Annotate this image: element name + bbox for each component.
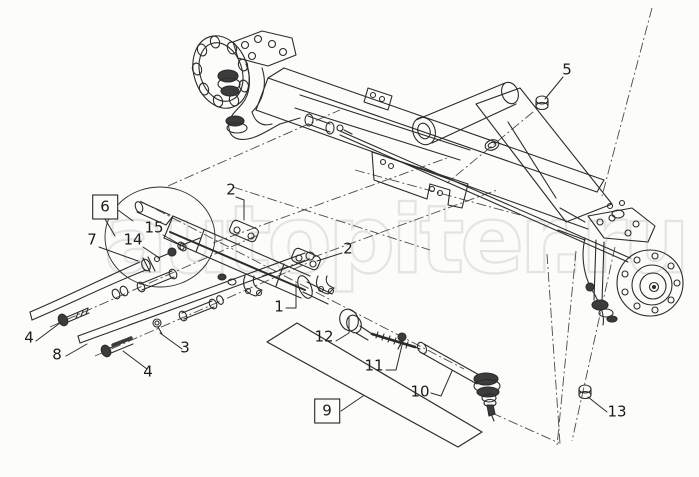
group-9-outline <box>266 322 483 448</box>
nut-5 <box>535 95 549 111</box>
wheel-hub <box>557 199 684 326</box>
axle-beam <box>255 67 631 263</box>
ball-socket <box>339 308 421 350</box>
leader-lines <box>35 76 608 413</box>
detail-balloon <box>104 186 216 288</box>
steering-rods <box>29 251 315 344</box>
axle-left-flange <box>191 30 301 140</box>
tie-rod <box>416 341 501 422</box>
steering-cylinder <box>134 201 335 305</box>
mounting-bolts <box>57 268 224 358</box>
nut-13 <box>578 384 592 400</box>
